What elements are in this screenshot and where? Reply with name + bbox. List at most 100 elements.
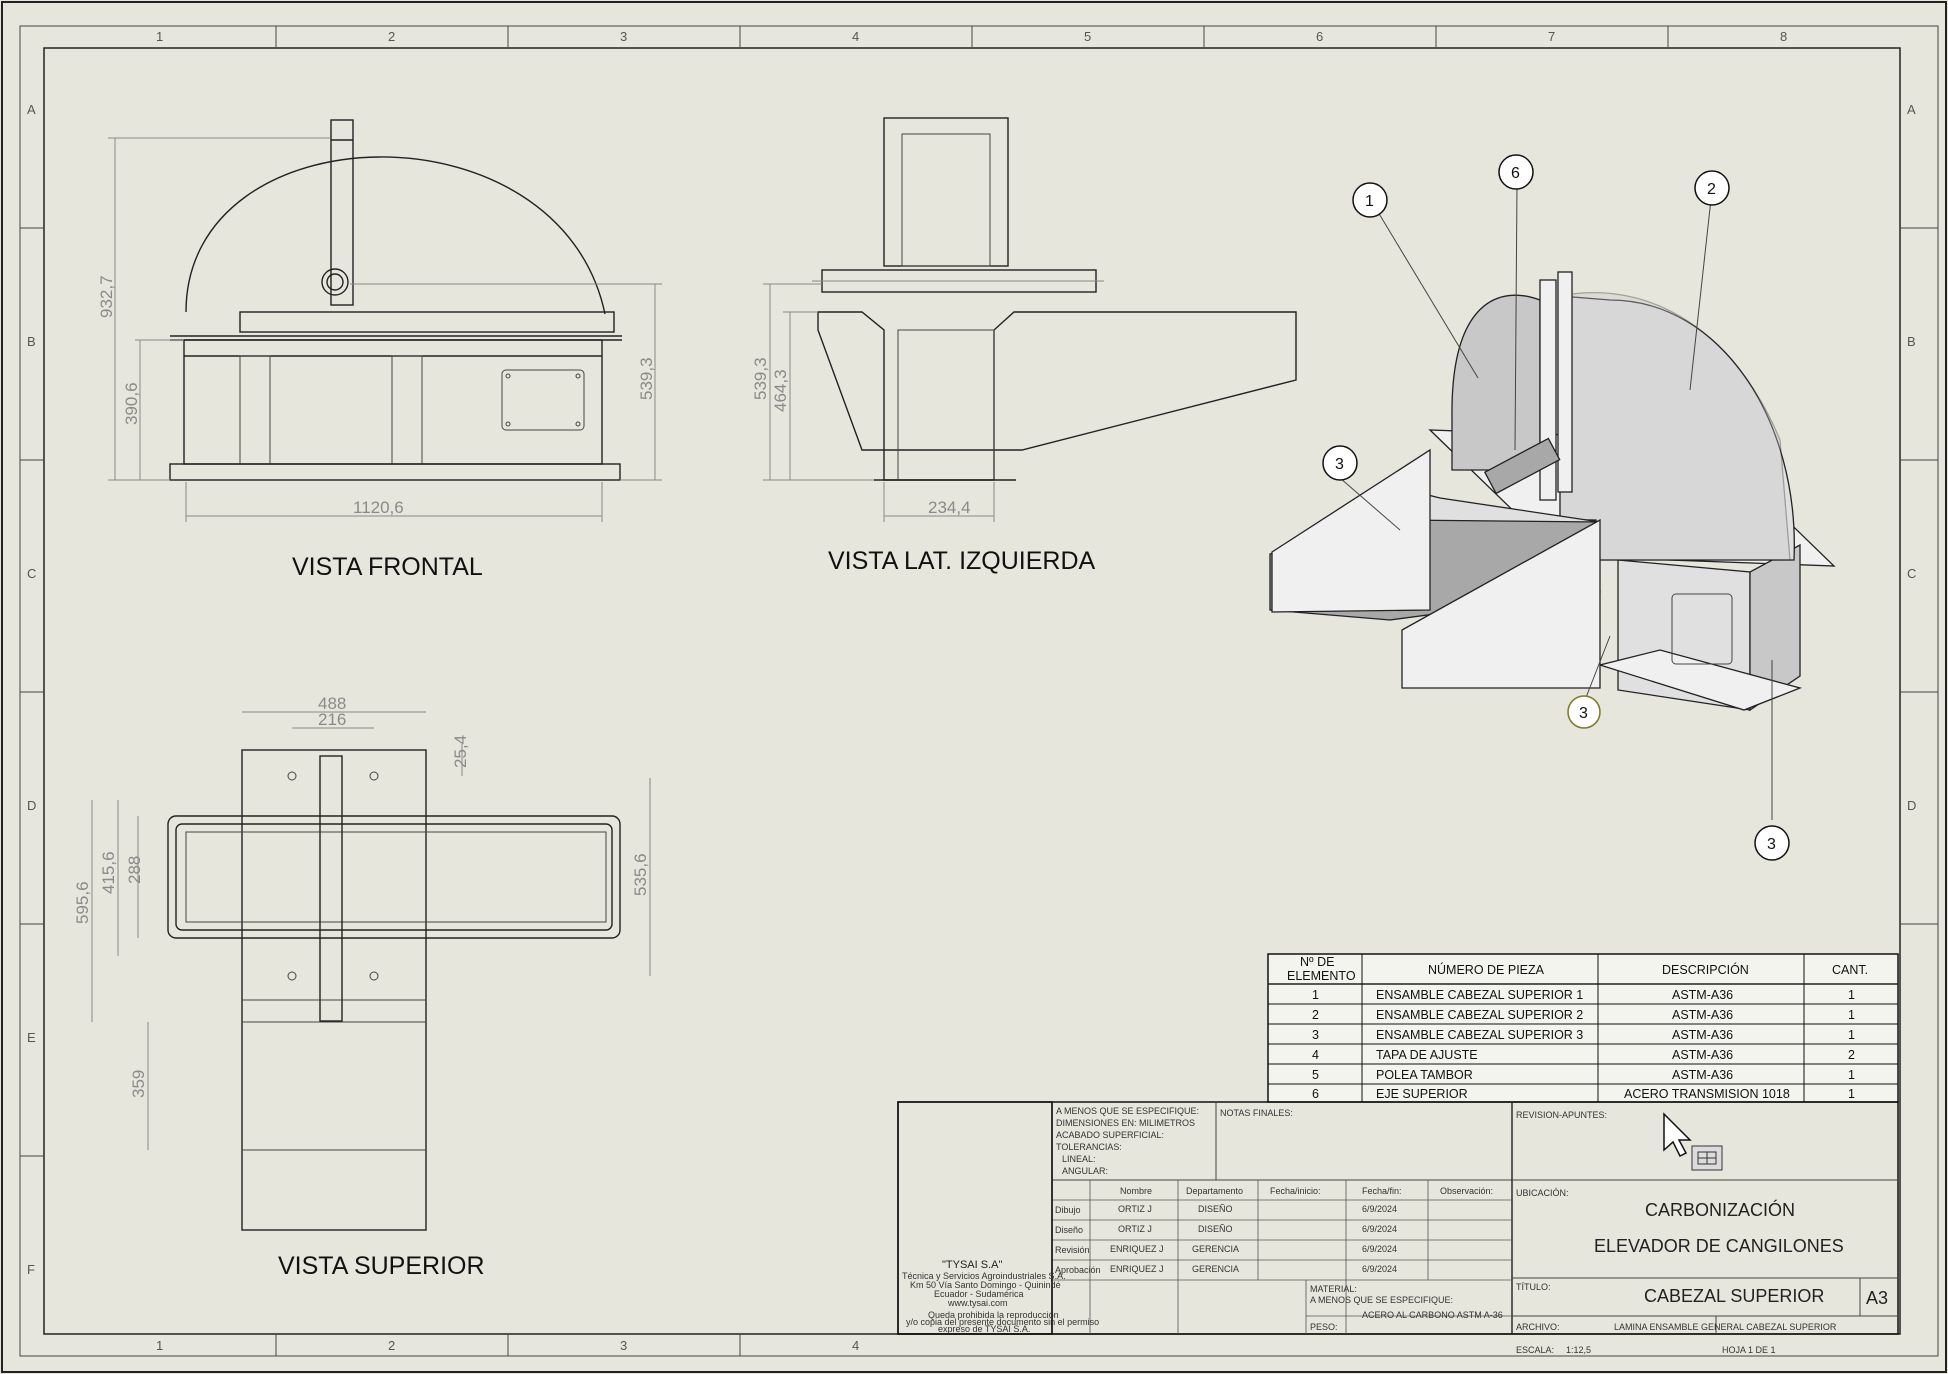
spec-line-2: DIMENSIONES EN: MILIMETROS [1056, 1118, 1195, 1128]
sig-name-4: ENRIQUEZ J [1110, 1264, 1164, 1274]
zone-ticks [20, 26, 1938, 1356]
material-label: MATERIAL: [1310, 1284, 1357, 1294]
isometric-view [1269, 184, 1836, 820]
balloons: 1 6 2 3 3 3 [1322, 154, 1790, 861]
zone-col-8: 8 [1780, 29, 1787, 44]
company-line-2: Km 50 Vía Santo Domingo - Quinindé [910, 1280, 1061, 1290]
bom-row-5-desc: ASTM-A36 [1672, 1068, 1733, 1082]
sig-role-1: Dibujo [1055, 1205, 1081, 1215]
zone-row-e: E [27, 1030, 36, 1045]
bom-row-6-part: EJE SUPERIOR [1376, 1087, 1468, 1101]
balloon-3a [1322, 445, 1358, 481]
dim-top-w-inner: 216 [318, 710, 346, 729]
company-box: "TYSAI S.A" Técnica y Servicios Agroindu… [897, 1101, 1099, 1335]
zone-row-a-right: A [1907, 102, 1916, 117]
hoja: HOJA 1 DE 1 [1722, 1345, 1776, 1355]
balloon-6 [1498, 154, 1534, 190]
dim-top-w-outer: 488 [318, 694, 346, 713]
bom-header-qty: CANT. [1832, 963, 1868, 977]
bom-row-1-part: ENSAMBLE CABEZAL SUPERIOR 1 [1376, 988, 1583, 1002]
sheet-size: A3 [1866, 1288, 1888, 1308]
zone-col-6: 6 [1316, 29, 1323, 44]
company-note-3: expreso de TYSAI S.A. [938, 1324, 1030, 1334]
ubicacion-line-1: CARBONIZACIÓN [1645, 1199, 1795, 1220]
sig-end-1: 6/9/2024 [1362, 1204, 1397, 1214]
dim-side-width: 234,4 [928, 498, 971, 517]
sig-end-4: 6/9/2024 [1362, 1264, 1397, 1274]
material-value: ACERO AL CARBONO ASTM A-36 [1362, 1310, 1503, 1320]
zone-col-5: 5 [1084, 29, 1091, 44]
title-block-text: A MENOS QUE SE ESPECIFIQUE: DIMENSIONES … [1055, 1106, 1888, 1355]
company-line-1: Técnica y Servicios Agroindustriales S.A… [902, 1271, 1066, 1281]
spec-line-1: A MENOS QUE SE ESPECIFIQUE: [1056, 1106, 1199, 1116]
revision-apuntes: REVISION-APUNTES: [1516, 1110, 1607, 1120]
bom-header-part: NÚMERO DE PIEZA [1428, 962, 1545, 977]
zone-row-b-right: B [1907, 334, 1916, 349]
zone-col-4-bottom: 4 [852, 1338, 859, 1353]
zone-row-c-right: C [1907, 566, 1916, 581]
company-line-3: Ecuador - Sudamérica [934, 1289, 1024, 1299]
bom-row-2-desc: ASTM-A36 [1672, 1008, 1733, 1022]
sig-header-obs: Observación: [1440, 1186, 1493, 1196]
bom-row-3-qty: 1 [1848, 1028, 1855, 1042]
zone-col-2-bottom: 2 [388, 1338, 395, 1353]
archivo-value: LAMINA ENSAMBLE GENERAL CABEZAL SUPERIOR [1614, 1322, 1837, 1332]
side-view: 539,3 464,3 234,4 [751, 117, 1297, 522]
zone-row-b: B [27, 334, 36, 349]
ubicacion-label: UBICACIÓN: [1516, 1188, 1569, 1198]
bom-row-1-qty: 1 [1848, 988, 1855, 1002]
dim-top-h-inner: 288 [125, 856, 144, 884]
bom-row-3-part: ENSAMBLE CABEZAL SUPERIOR 3 [1376, 1028, 1583, 1042]
bom-row-6-desc: ACERO TRANSMISION 1018 [1624, 1087, 1790, 1101]
top-view: 488 216 25,4 595,6 415,6 288 535,6 359 [73, 694, 651, 1231]
zone-row-f: F [27, 1262, 35, 1277]
sig-role-3: Revisión [1055, 1245, 1090, 1255]
bom-row-4-n: 4 [1312, 1048, 1319, 1062]
label-vista-frontal: VISTA FRONTAL [292, 553, 483, 581]
sig-header-fin: Fecha/fin: [1362, 1186, 1402, 1196]
bom-header-desc: DESCRIPCIÓN [1662, 962, 1749, 977]
zone-col-7: 7 [1548, 29, 1555, 44]
sig-dept-1: DISEÑO [1198, 1204, 1233, 1214]
bom-row-1-desc: ASTM-A36 [1672, 988, 1733, 1002]
sig-name-3: ENRIQUEZ J [1110, 1244, 1164, 1254]
sig-name-2: ORTIZ J [1118, 1224, 1152, 1234]
balloon-6-label: 6 [1511, 165, 1520, 182]
bom-row-1-n: 1 [1312, 988, 1319, 1002]
bom-table: Nº DE ELEMENTO NÚMERO DE PIEZA DESCRIPCI… [1267, 953, 1899, 1103]
bom-row-4-part: TAPA DE AJUSTE [1376, 1048, 1478, 1062]
zone-labels-right: A B C D [1907, 102, 1916, 813]
sig-end-3: 6/9/2024 [1362, 1244, 1397, 1254]
bom-header-element-2: ELEMENTO [1287, 969, 1356, 983]
zone-col-2: 2 [388, 29, 395, 44]
zone-col-1-bottom: 1 [156, 1338, 163, 1353]
spec-line-3: ACABADO SUPERFICIAL: [1056, 1130, 1164, 1140]
escala-value: 1:12,5 [1566, 1345, 1591, 1355]
balloon-2 [1694, 170, 1730, 206]
dim-front-width: 1120,6 [353, 498, 404, 517]
bom-row-2-part: ENSAMBLE CABEZAL SUPERIOR 2 [1376, 1008, 1583, 1022]
dim-top-h-total: 595,6 [73, 881, 92, 924]
label-vista-lateral: VISTA LAT. IZQUIERDA [828, 547, 1096, 575]
dim-front-height-right: 539,3 [637, 357, 656, 400]
bom-row-4-desc: ASTM-A36 [1672, 1048, 1733, 1062]
zone-labels-top: 1 2 3 4 5 6 7 8 [156, 29, 1787, 44]
revision-table-icon[interactable] [1691, 1145, 1723, 1171]
dim-top-h-mid: 415,6 [99, 851, 118, 894]
balloon-3b [1567, 695, 1601, 729]
company-note-1: Queda prohibida la reproducción [928, 1310, 1059, 1320]
sig-end-2: 6/9/2024 [1362, 1224, 1397, 1234]
bom-row-6-qty: 1 [1848, 1087, 1855, 1101]
company-name: "TYSAI S.A" [942, 1259, 1002, 1271]
bom-header-element-1: Nº DE [1300, 955, 1334, 969]
sig-header-inicio: Fecha/inicio: [1270, 1186, 1321, 1196]
dim-side-h1: 539,3 [751, 357, 770, 400]
bom-row-5-qty: 1 [1848, 1068, 1855, 1082]
zone-row-d-right: D [1907, 798, 1916, 813]
bom-row-5-part: POLEA TAMBOR [1376, 1068, 1473, 1082]
zone-border [19, 25, 1939, 1357]
peso-label: PESO: [1310, 1322, 1338, 1332]
bom-row-4-qty: 2 [1848, 1048, 1855, 1062]
sig-header-depto: Departamento [1186, 1186, 1243, 1196]
